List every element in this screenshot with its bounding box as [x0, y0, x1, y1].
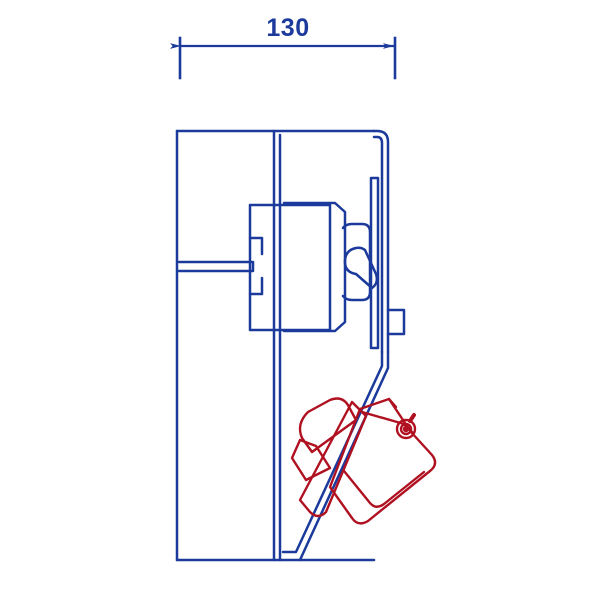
mechanism-outer-shell: [282, 201, 347, 333]
accessory-diagonal-bar: [298, 400, 368, 518]
pivot-target-center-dot: [402, 425, 410, 433]
cabinet-skirt-diagonal-inner: [281, 350, 384, 554]
dispenser-lever: [343, 246, 379, 290]
mechanism-notch-lower: [248, 276, 264, 296]
pivot-target-outer-circle: [395, 418, 417, 440]
cabinet-outline-group: [175, 129, 406, 562]
valve-collar: [341, 222, 372, 302]
pivot-target-mid-circle: [399, 422, 413, 436]
accessory-tool-group: [290, 397, 437, 525]
accessory-top-lip: [387, 397, 398, 409]
cabinet-top-right-corner-outer: [372, 129, 390, 354]
side-latch-tab: [386, 308, 406, 336]
cabinet-top-right-corner-inner: [372, 135, 384, 354]
pivot-target-stub: [408, 413, 416, 423]
accessory-bracket-plate: [290, 438, 332, 482]
dimension-group: [170, 36, 397, 80]
cabinet-skirt-diagonal-outer: [298, 350, 390, 562]
dimension-value-label: 130: [266, 14, 309, 42]
horizontal-shaft: [177, 260, 255, 273]
accessory-main-body: [328, 397, 437, 525]
accessory-inner-rim: [342, 469, 426, 508]
accessory-shoulder-facet: [360, 410, 406, 426]
mechanism-body-box: [248, 203, 332, 332]
mechanism-notch-upper: [248, 236, 264, 256]
